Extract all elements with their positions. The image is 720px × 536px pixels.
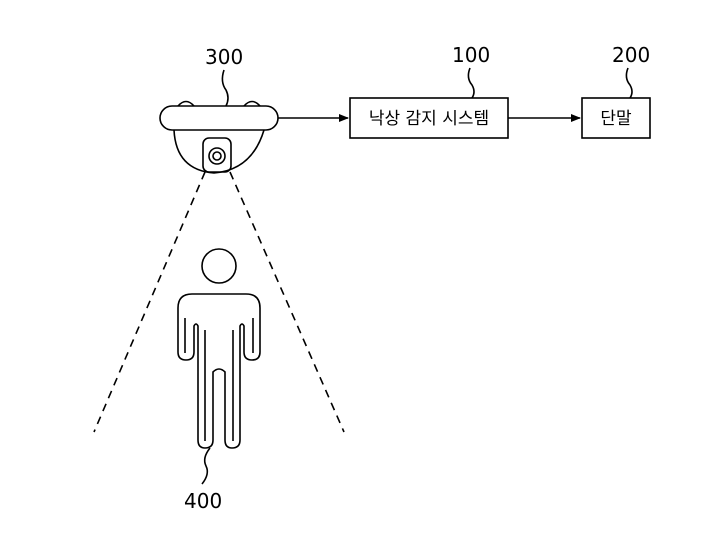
terminal-ref-leader xyxy=(625,67,633,99)
camera-ref-label: 300 xyxy=(205,45,243,69)
camera-bump-right xyxy=(243,100,261,107)
terminal-ref-label: 200 xyxy=(612,43,650,67)
camera-lens-inner xyxy=(212,151,222,161)
camera-bump-left xyxy=(177,100,195,107)
terminal-box xyxy=(581,97,651,139)
person-icon xyxy=(177,248,261,449)
terminal-box-label: 단말 xyxy=(600,109,632,129)
fov-line-right xyxy=(229,171,345,433)
system-box-label: 낙상 감지 시스템 xyxy=(369,109,489,129)
person-head xyxy=(201,248,237,284)
person-ref-label: 400 xyxy=(184,489,222,513)
camera-lens-outer xyxy=(208,147,226,165)
camera-ref-leader xyxy=(221,69,229,107)
system-ref-leader xyxy=(467,67,475,99)
camera-icon xyxy=(159,100,279,174)
camera-dome xyxy=(173,129,265,174)
person-body xyxy=(177,293,261,449)
system-ref-label: 100 xyxy=(452,43,490,67)
camera-lens-housing xyxy=(202,137,232,173)
person-ref-leader xyxy=(201,447,211,485)
fov-line-left xyxy=(93,171,206,433)
camera-mount xyxy=(159,105,279,131)
